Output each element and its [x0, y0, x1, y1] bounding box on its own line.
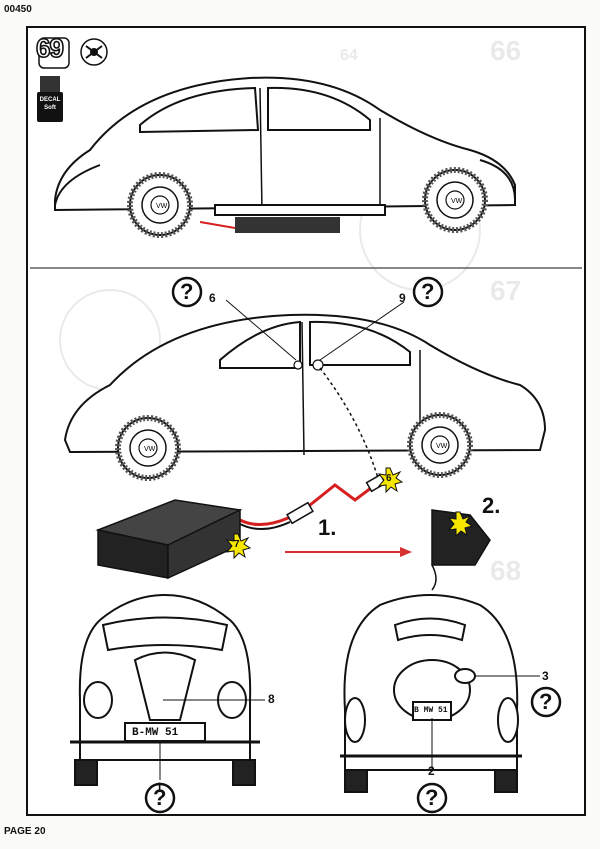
callout-part-2: 2 — [428, 764, 435, 778]
decal-bottle-label: DECAL Soft — [38, 96, 62, 112]
callout-part-3: 3 — [542, 669, 549, 683]
front-view-car — [70, 593, 260, 786]
help-symbol-3: ? — [539, 689, 553, 714]
svg-text:66: 66 — [490, 35, 521, 66]
help-symbol-9: ? — [421, 279, 435, 304]
svg-text:68: 68 — [490, 555, 521, 586]
battery-box-hidden-top — [235, 217, 340, 233]
callout-part-8: 8 — [268, 692, 275, 706]
badge-6-label: 6 — [386, 473, 392, 484]
front-license-plate: B-MW 51 — [132, 727, 179, 739]
help-symbol-2: ? — [425, 785, 439, 810]
switch-part-9 — [312, 359, 324, 371]
badge-7-label: 7 — [234, 539, 240, 550]
red-wire — [239, 483, 376, 526]
svg-text:64: 64 — [340, 47, 358, 64]
battery-box — [95, 499, 243, 580]
callout-part-6: 6 — [209, 291, 216, 305]
faint-background-drawings: 66 64 67 68 — [59, 35, 521, 586]
svg-text:67: 67 — [490, 275, 521, 306]
connector-plug — [286, 501, 314, 525]
step-box — [38, 37, 70, 69]
rear-view-car — [340, 594, 522, 793]
kit-code: 00450 — [4, 4, 32, 15]
step-number: 69 — [35, 32, 65, 64]
black-wire — [239, 521, 291, 530]
decal-label-line2: Soft — [44, 105, 56, 111]
rear-license-plate: B MW 51 — [414, 706, 448, 715]
callout-part-9: 9 — [399, 291, 406, 305]
sub-step-1-label: 1. — [318, 515, 337, 540]
side-view-car-middle — [63, 313, 547, 456]
page-label: PAGE 20 — [4, 826, 46, 837]
switch-part-6 — [293, 360, 303, 370]
callout-part-1: 1 — [156, 780, 163, 794]
decal-label-line1: DECAL — [39, 97, 61, 103]
battery-cover-detail — [431, 509, 491, 591]
help-symbol-1: ? — [153, 785, 167, 810]
sub-step-2-label: 2. — [482, 493, 501, 518]
decal-soft-bottle-icon — [37, 76, 63, 122]
help-symbol-6: ? — [180, 279, 194, 304]
